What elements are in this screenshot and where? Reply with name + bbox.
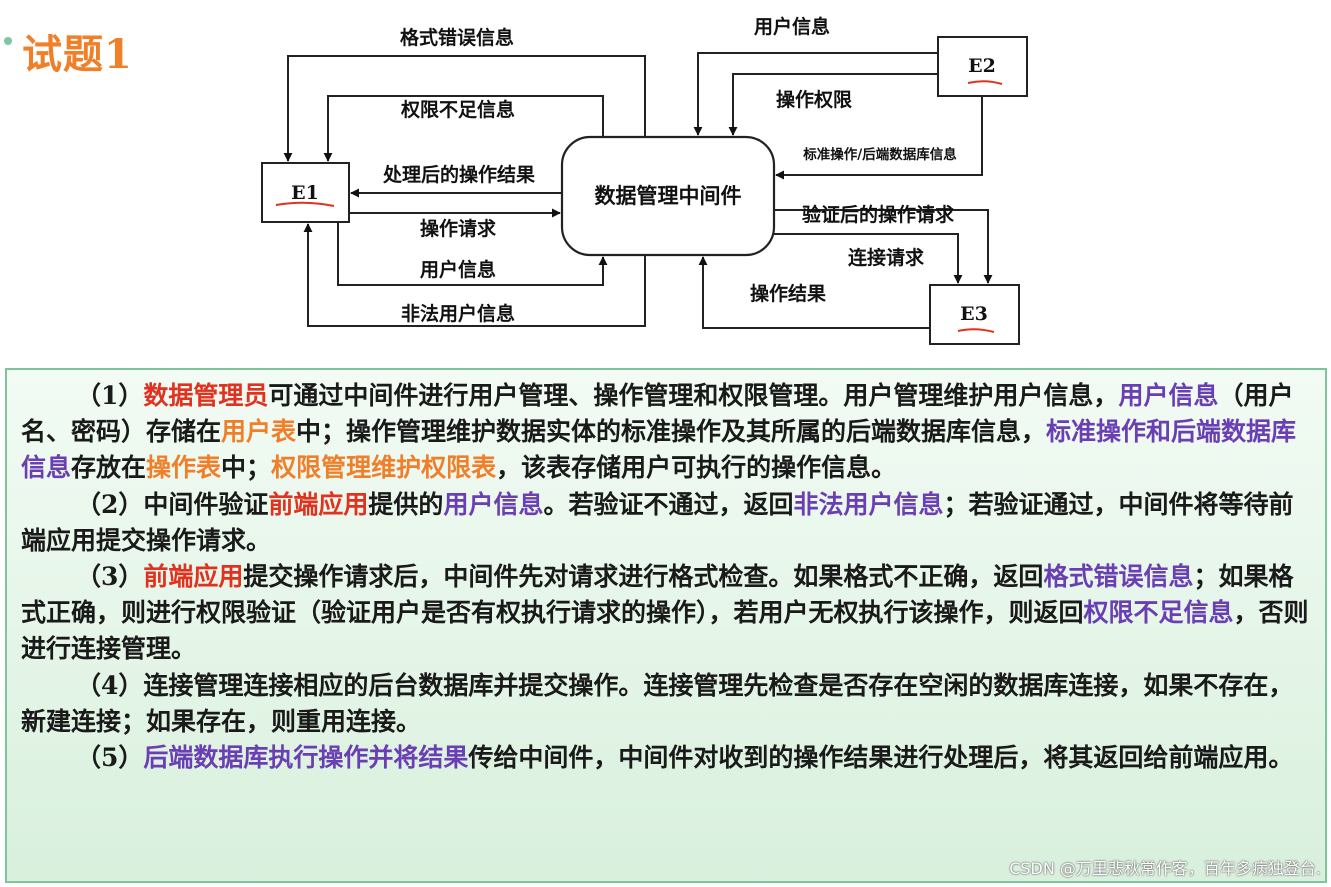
flow-user-info-e2 xyxy=(693,52,938,136)
description-panel: （1）数据管理员可通过中间件进行用户管理、操作管理和权限管理。用户管理维护用户信… xyxy=(5,368,1327,883)
paragraph-2-segment: ；若验证通过，中间件将等待前端应用提交操作请求。 xyxy=(21,489,1294,555)
paragraph-1-segment: 数据管理员 xyxy=(143,381,269,410)
flow-std-ops xyxy=(775,96,983,180)
paragraph-2-segment: 。若验证不通过，返回 xyxy=(543,489,794,519)
paragraph-1-segment: 权限管理维护权限表 xyxy=(271,453,497,483)
paragraph-1-segment: 可通过中间件进行用户管理、操作管理和权限管理。用户管理维护用户信息， xyxy=(268,381,1119,410)
entity-e3-label: E3 xyxy=(960,303,988,325)
label-processed-result: 处理后的操作结果 xyxy=(382,163,535,186)
paragraph-2-segment: 前端应用 xyxy=(268,489,369,519)
paragraph-3: （3）前端应用提交操作请求后，中间件先对请求进行格式检查。如果格式不正确，返回格… xyxy=(21,559,1309,668)
paragraph-1-segment: 标准操作和后端数据库信息 xyxy=(21,417,1297,483)
paragraph-1-segment: 中； xyxy=(221,453,272,483)
page-title: 试题1 xyxy=(22,31,133,78)
label-insufficient: 权限不足信息 xyxy=(400,98,515,121)
paragraph-3-segment: （3） xyxy=(76,562,144,592)
entity-e1-box xyxy=(261,162,350,223)
label-illegal-user: 非法用户信息 xyxy=(401,302,515,325)
flow-op-result xyxy=(698,256,930,329)
paragraph-4: （4）连接管理连接相应的后台数据库并提交操作。连接管理先检查是否存在空闲的数据库… xyxy=(21,668,1309,740)
e1-underline xyxy=(275,201,335,207)
paragraph-1: （1）数据管理员可通过中间件进行用户管理、操作管理和权限管理。用户管理维护用户信… xyxy=(21,378,1309,487)
paragraph-5: （5）后端数据库执行操作并将结果传给中间件，中间件对收到的操作结果进行处理后，将… xyxy=(21,740,1309,776)
label-op-result: 操作结果 xyxy=(750,282,826,305)
paragraph-1-segment: 操作表 xyxy=(146,453,222,483)
process-middleware-label: 数据管理中间件 xyxy=(595,183,742,208)
label-verified-request: 验证后的操作请求 xyxy=(802,203,955,226)
paragraph-3-segment: 提交操作请求后，中间件先对请求进行格式检查。如果格式不正确，返回 xyxy=(243,562,1044,592)
paragraph-3-segment: 格式错误信息 xyxy=(1043,562,1194,592)
paragraph-5-segment: 传给中间件，中间件对收到的操作结果进行处理后，将其返回给前端应用。 xyxy=(468,743,1294,773)
paragraph-3-segment: 权限不足信息 xyxy=(1083,598,1234,628)
flow-op-permission xyxy=(728,73,938,136)
watermark-text: CSDN @万里悲秋常作客，百年多病独登台. xyxy=(1009,859,1321,878)
e3-underline xyxy=(957,328,995,333)
paragraph-2-segment: 非法用户信息 xyxy=(793,489,944,519)
flow-conn-request xyxy=(774,233,963,284)
flow-verified-request xyxy=(774,209,993,284)
flow-insufficient xyxy=(323,95,604,162)
label-op-permission: 操作权限 xyxy=(776,88,852,111)
paragraph-5-segment: （5） xyxy=(76,743,144,773)
process-middleware xyxy=(560,135,776,257)
label-user-info-e1: 用户信息 xyxy=(420,258,496,281)
paragraph-3-segment: ；如果格式正确，则进行权限验证（验证用户是否有权执行请求的操作），若用户无权执行… xyxy=(21,562,1294,628)
flow-format-error xyxy=(283,55,646,162)
label-std-ops: 标准操作/后端数据库信息 xyxy=(802,146,957,163)
paragraph-1-segment: ，该表存储用户可执行的操作信息。 xyxy=(496,453,897,483)
flow-user-info-e1 xyxy=(337,222,608,286)
label-format-error: 格式错误信息 xyxy=(400,26,514,49)
flow-illegal-user xyxy=(303,223,646,327)
paragraph-2-segment: 提供的 xyxy=(368,489,444,519)
data-flow-diagram: E1 E2 E3 数据管理中间件 格式错误信息 权限不足信息 处理后的操作结果 … xyxy=(261,15,1028,345)
paragraph-4-segment: （4）连接管理连接相应的后台数据库并提交操作。连接管理先检查是否存在空闲的数据库… xyxy=(21,670,1294,736)
paragraph-1-segment: 用户信息 xyxy=(1118,381,1219,410)
label-op-request: 操作请求 xyxy=(420,217,497,240)
entity-e2-label: E2 xyxy=(968,55,996,77)
title-bullet xyxy=(4,37,12,45)
label-user-info-e2: 用户信息 xyxy=(754,15,830,38)
paragraph-5-segment: 后端数据库执行操作并将结果 xyxy=(143,743,469,773)
paragraph-2: （2）中间件验证前端应用提供的用户信息。若验证不通过，返回非法用户信息；若验证通… xyxy=(21,487,1309,559)
entity-e3-box xyxy=(929,284,1020,345)
paragraph-3-segment: 前端应用 xyxy=(143,562,244,592)
paragraph-2-segment: （2）中间件验证 xyxy=(76,489,269,519)
paragraph-1-segment: 存放在 xyxy=(71,453,147,483)
paragraph-3-segment: ，否则进行连接管理。 xyxy=(21,598,1309,664)
paragraph-1-segment: 中；操作管理维护数据实体的标准操作及其所属的后端数据库信息， xyxy=(296,417,1047,447)
label-conn-request: 连接请求 xyxy=(848,246,925,269)
paragraph-1-segment: 用户表 xyxy=(221,417,297,447)
entity-e1-label: E1 xyxy=(291,182,319,204)
paragraph-2-segment: 用户信息 xyxy=(443,489,544,519)
paragraph-1-segment: （用户名、密码）存储在 xyxy=(21,381,1294,447)
e2-underline xyxy=(967,80,1003,85)
paragraph-1-segment: （1） xyxy=(76,381,144,410)
